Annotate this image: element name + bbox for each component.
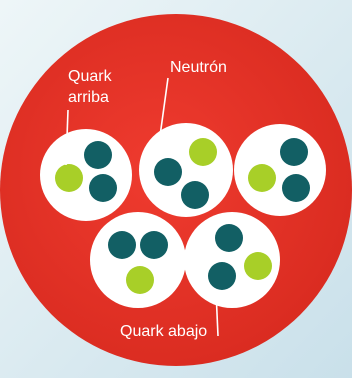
- down-quark: [108, 231, 136, 259]
- neutron: [139, 123, 233, 217]
- up-quark: [244, 252, 272, 280]
- down-quark: [208, 262, 236, 290]
- up-quark: [126, 266, 154, 294]
- up-quark: [55, 164, 83, 192]
- nucleon-5: [184, 212, 280, 308]
- nucleon-circle: [234, 124, 326, 216]
- down-quark: [282, 174, 310, 202]
- up-quark: [248, 164, 276, 192]
- down-quark: [154, 158, 182, 186]
- neutron-label: Neutrón: [170, 59, 227, 76]
- down-quark: [140, 231, 168, 259]
- nucleon-4: [90, 212, 186, 308]
- nucleon-3: [234, 124, 326, 216]
- nucleon-circle: [40, 129, 132, 221]
- quark-arriba-label-line1: Quark: [68, 68, 113, 85]
- down-quark: [181, 181, 209, 209]
- up-quark: [189, 138, 217, 166]
- quark-arriba-label-line2: arriba: [68, 89, 109, 106]
- down-quark: [84, 141, 112, 169]
- nucleon-1: [40, 129, 132, 221]
- quark-abajo-label: Quark abajo: [120, 323, 207, 340]
- down-quark: [215, 224, 243, 252]
- down-quark: [89, 174, 117, 202]
- down-quark: [280, 138, 308, 166]
